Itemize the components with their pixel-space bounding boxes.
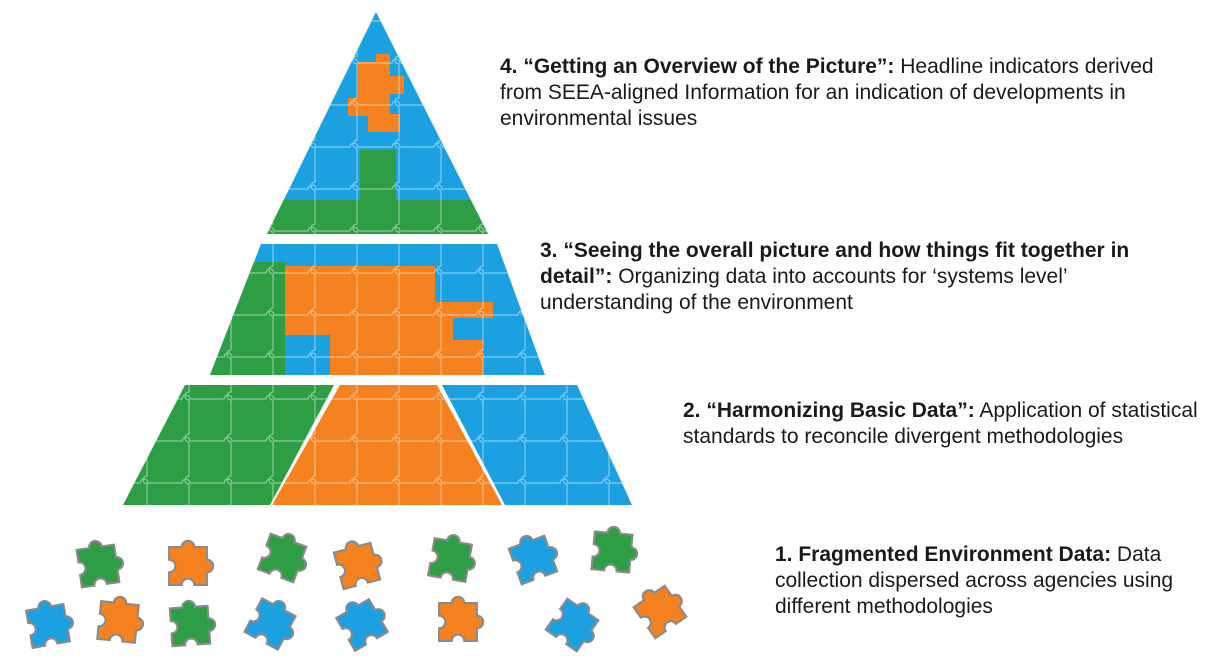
puzzle-piece-row1-3 (256, 532, 308, 584)
puzzle-piece-row2-2 (96, 595, 145, 644)
puzzle-piece-row2-7 (544, 597, 600, 653)
caption-level-1-text: Data collection dispersed across agencie… (775, 543, 1174, 618)
puzzle-piece-row2-4 (243, 597, 297, 651)
caption-level-1-heading: 1. Fragmented Environment Data: (775, 543, 1112, 566)
puzzle-piece-row1-2 (168, 539, 215, 586)
puzzle-piece-row2-8 (632, 584, 688, 640)
caption-level-2-text: Application of statistical standards to … (683, 399, 1198, 448)
caption-level-2: 2. “Harmonizing Basic Data”: Application… (683, 398, 1208, 450)
scattered-pieces (24, 525, 688, 653)
caption-level-2-heading: 2. “Harmonizing Basic Data”: (683, 399, 975, 422)
pyramid-level-2 (123, 385, 632, 505)
puzzle-piece-row2-6 (438, 595, 485, 642)
puzzle-piece-row2-5 (334, 597, 390, 653)
caption-level-4-text: Headline indicators derived from SEEA-al… (500, 55, 1154, 130)
puzzle-piece-row2-1 (24, 600, 74, 650)
caption-level-4-heading: 4. “Getting an Overview of the Picture”: (500, 55, 895, 78)
puzzle-piece-row2-3 (168, 599, 217, 648)
puzzle-piece-row1-1 (75, 539, 125, 589)
puzzle-piece-row1-5 (426, 534, 476, 584)
caption-level-3: 3. “Seeing the overall picture and how t… (540, 238, 1190, 316)
pyramid-level-4 (267, 12, 488, 234)
puzzle-piece-row1-6 (507, 534, 559, 586)
puzzle-piece-row1-4 (332, 540, 383, 591)
caption-level-3-heading: 3. “Seeing the overall picture and how t… (540, 239, 1130, 288)
pyramid-level-3 (210, 244, 545, 375)
puzzle-piece-row1-7 (590, 525, 639, 574)
caption-level-3-text: Organizing data into accounts for ‘syste… (540, 265, 1067, 314)
caption-level-4: 4. “Getting an Overview of the Picture”:… (500, 54, 1200, 132)
level-2-texture (123, 385, 632, 505)
caption-level-1: 1. Fragmented Environment Data: Data col… (775, 542, 1215, 620)
